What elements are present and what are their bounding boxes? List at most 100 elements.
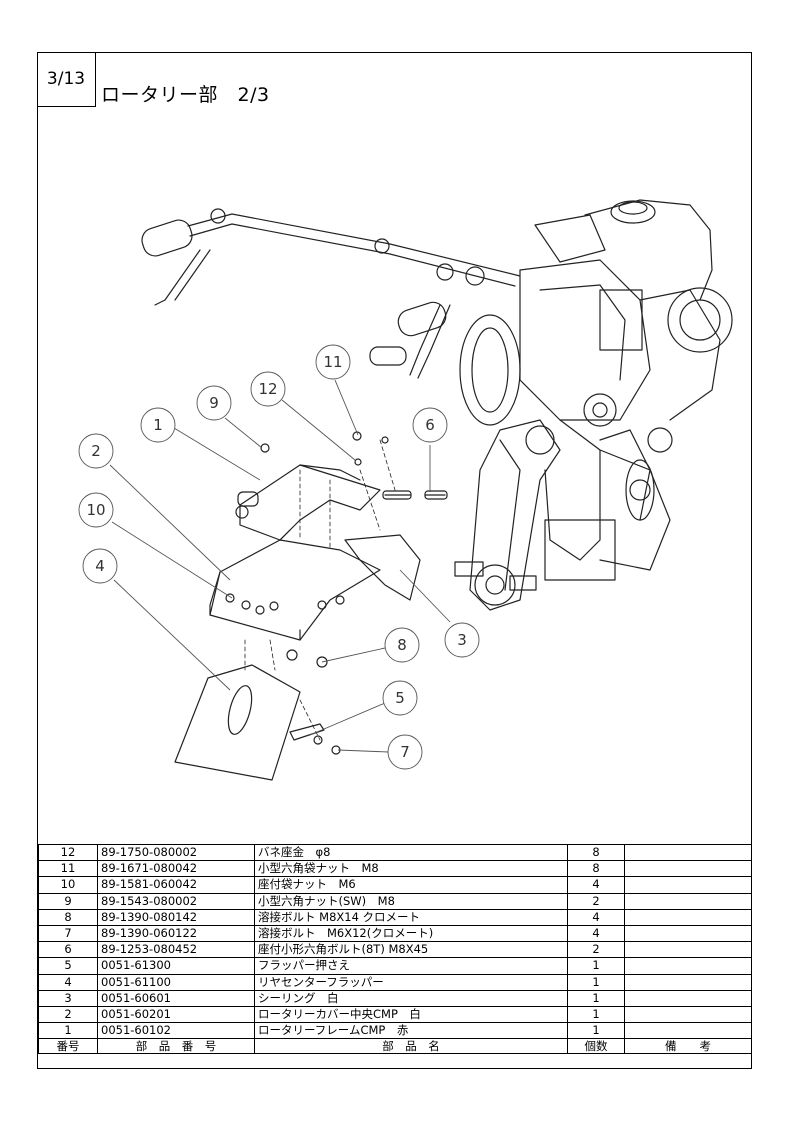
callout-label-2: 2 [91, 442, 101, 460]
table-cell-remarks [624, 843, 752, 862]
callout-label-11: 11 [323, 353, 342, 371]
exploded-parts-diagram: 1 2 3 4 5 6 7 8 9 10 11 12 [78, 199, 733, 781]
table-header-cell: 番号 [38, 1038, 98, 1055]
table-cell-no: 4 [38, 973, 98, 991]
table-cell-no: 3 [38, 989, 98, 1007]
table-header-cell: 部 品 番 号 [97, 1038, 255, 1055]
table-cell-remarks [624, 989, 752, 1007]
table-cell-name: 溶接ボルト M6X12(クロメート) [254, 924, 568, 943]
table-cell-remarks [624, 1022, 752, 1040]
page-frame [37, 52, 752, 1069]
callout-12 [250, 371, 286, 407]
callout-label-8: 8 [397, 636, 407, 654]
table-cell-name: ロータリーフレームCMP 赤 [254, 1022, 568, 1040]
callout-label-5: 5 [395, 689, 405, 707]
page-title: ロータリー部 2/3 [101, 84, 270, 106]
table-cell-qty: 1 [567, 1022, 625, 1040]
table-cell-part-no: 89-1390-080142 [97, 908, 255, 926]
callout-7 [387, 734, 423, 770]
table-cell-qty: 2 [567, 941, 625, 959]
callout-label-9: 9 [209, 394, 219, 412]
table-cell-remarks [624, 876, 752, 894]
table-cell-qty: 2 [567, 892, 625, 910]
table-cell-no: 8 [38, 908, 98, 926]
callout-11 [315, 344, 351, 380]
callout-1 [140, 407, 176, 443]
table-cell-part-no: 0051-60102 [97, 1022, 255, 1040]
table-cell-no: 10 [38, 876, 98, 894]
table-cell-qty: 1 [567, 1005, 625, 1024]
table-cell-name: 座付小形六角ボルト(8T) M8X45 [254, 941, 568, 959]
handlebar-illustration [141, 208, 521, 379]
table-cell-part-no: 0051-61100 [97, 973, 255, 991]
table-cell-no: 6 [38, 941, 98, 959]
table-cell-remarks [624, 1005, 752, 1024]
table-cell-name: 小型六角袋ナット M8 [254, 860, 568, 878]
callout-label-10: 10 [86, 501, 105, 519]
table-cell-part-no: 89-1750-080002 [97, 843, 255, 862]
table-cell-part-no: 0051-60201 [97, 1005, 255, 1024]
callout-8 [384, 627, 420, 663]
rotary-frame-illustration [174, 431, 448, 781]
table-cell-name: 小型六角ナット(SW) M8 [254, 892, 568, 910]
table-cell-part-no: 89-1253-080452 [97, 941, 255, 959]
table-cell-name: リヤセンターフラッパー [254, 973, 568, 991]
table-cell-no: 1 [38, 1022, 98, 1040]
table-cell-part-no: 89-1543-080002 [97, 892, 255, 910]
callout-4 [82, 548, 118, 584]
table-cell-qty: 4 [567, 924, 625, 943]
callout-5 [382, 680, 418, 716]
table-cell-part-no: 89-1390-060122 [97, 924, 255, 943]
table-cell-qty: 4 [567, 876, 625, 894]
assembly-guides [244, 439, 396, 741]
table-cell-name: バネ座金 φ8 [254, 843, 568, 862]
page-number-box: 3/13 [37, 52, 96, 107]
callout-label-4: 4 [95, 557, 105, 575]
table-cell-remarks [624, 957, 752, 975]
table-cell-qty: 1 [567, 989, 625, 1007]
table-cell-qty: 8 [567, 843, 625, 862]
table-cell-remarks [624, 973, 752, 991]
table-cell-part-no: 89-1581-060042 [97, 876, 255, 894]
table-cell-name: フラッパー押さえ [254, 957, 568, 975]
table-cell-part-no: 89-1671-080042 [97, 860, 255, 878]
engine-illustration [519, 199, 733, 581]
table-cell-name: 溶接ボルト M8X14 クロメート [254, 908, 568, 926]
table-cell-no: 2 [38, 1005, 98, 1024]
table-cell-qty: 8 [567, 860, 625, 878]
table-cell-remarks [624, 860, 752, 878]
table-cell-no: 7 [38, 924, 98, 943]
table-cell-remarks [624, 892, 752, 910]
table-header-cell: 個数 [567, 1038, 625, 1055]
table-cell-remarks [624, 924, 752, 943]
callout-label-3: 3 [457, 631, 467, 649]
callout-label-1: 1 [153, 416, 163, 434]
table-header-cell: 備 考 [624, 1038, 752, 1055]
callout-10 [78, 492, 114, 528]
callout-label-12: 12 [258, 380, 277, 398]
callout-6 [412, 407, 448, 443]
page-number: 3/13 [46, 69, 86, 89]
callouts [78, 344, 480, 770]
table-cell-part-no: 0051-61300 [97, 957, 255, 975]
table-header-row: 番号部 品 番 号部 品 名個数備 考 [38, 1038, 752, 1055]
table-cell-no: 11 [38, 860, 98, 878]
table-cell-no: 12 [38, 843, 98, 862]
tine-arm-illustration [454, 314, 655, 611]
callout-9 [196, 385, 232, 421]
table-cell-qty: 1 [567, 973, 625, 991]
